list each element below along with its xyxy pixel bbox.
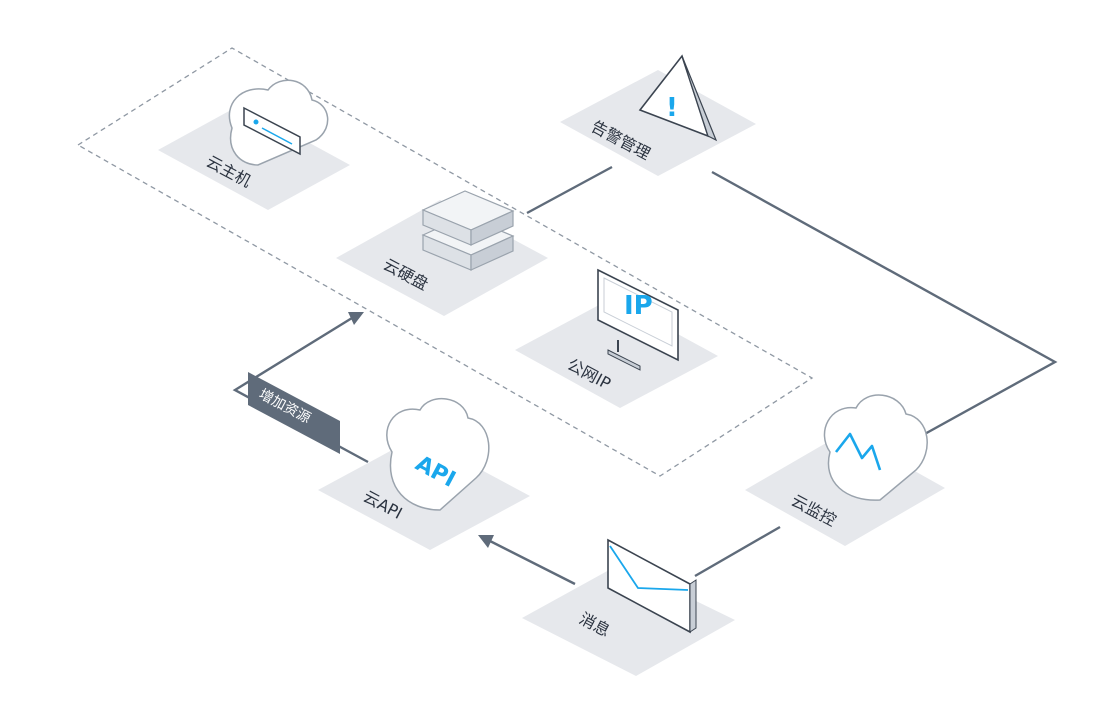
add-resource-tag: 增加资源 [248, 372, 340, 454]
node-monitor[interactable]: 云监控 [745, 394, 945, 546]
cloud-api-icon: API [386, 397, 490, 511]
edge-monitor-message [694, 525, 781, 578]
arrow-head-to-api [478, 535, 494, 548]
edge-alarm-monitor [711, 170, 1058, 448]
node-cvm[interactable]: 云主机 [158, 79, 350, 210]
node-message[interactable]: 消息 [522, 538, 735, 676]
node-eip-tile [515, 298, 718, 408]
tag-shape [248, 372, 340, 454]
cloud-pulse-icon [823, 394, 928, 501]
alarm-icon-text: ! [666, 93, 678, 123]
resource-group-boundary [76, 47, 814, 477]
node-alarm-tile [560, 70, 756, 176]
arrow-head-to-group [348, 312, 364, 325]
cloud-server-icon [228, 79, 329, 166]
node-cbs[interactable]: 云硬盘 [336, 190, 548, 316]
disk-stack-icon [421, 190, 515, 271]
node-message-tile [522, 564, 735, 676]
monitor-ip-icon: IP [597, 268, 679, 371]
eip-icon-text: IP [624, 291, 653, 321]
edge-disk-alarm [526, 165, 613, 215]
node-alarm[interactable]: ! 告警管理 [560, 54, 756, 176]
node-api[interactable]: API 云API [318, 397, 530, 550]
node-eip[interactable]: IP 公网IP [515, 268, 718, 408]
edge-message-api [487, 538, 576, 586]
warning-icon: ! [638, 54, 718, 142]
envelope-icon [607, 538, 697, 634]
